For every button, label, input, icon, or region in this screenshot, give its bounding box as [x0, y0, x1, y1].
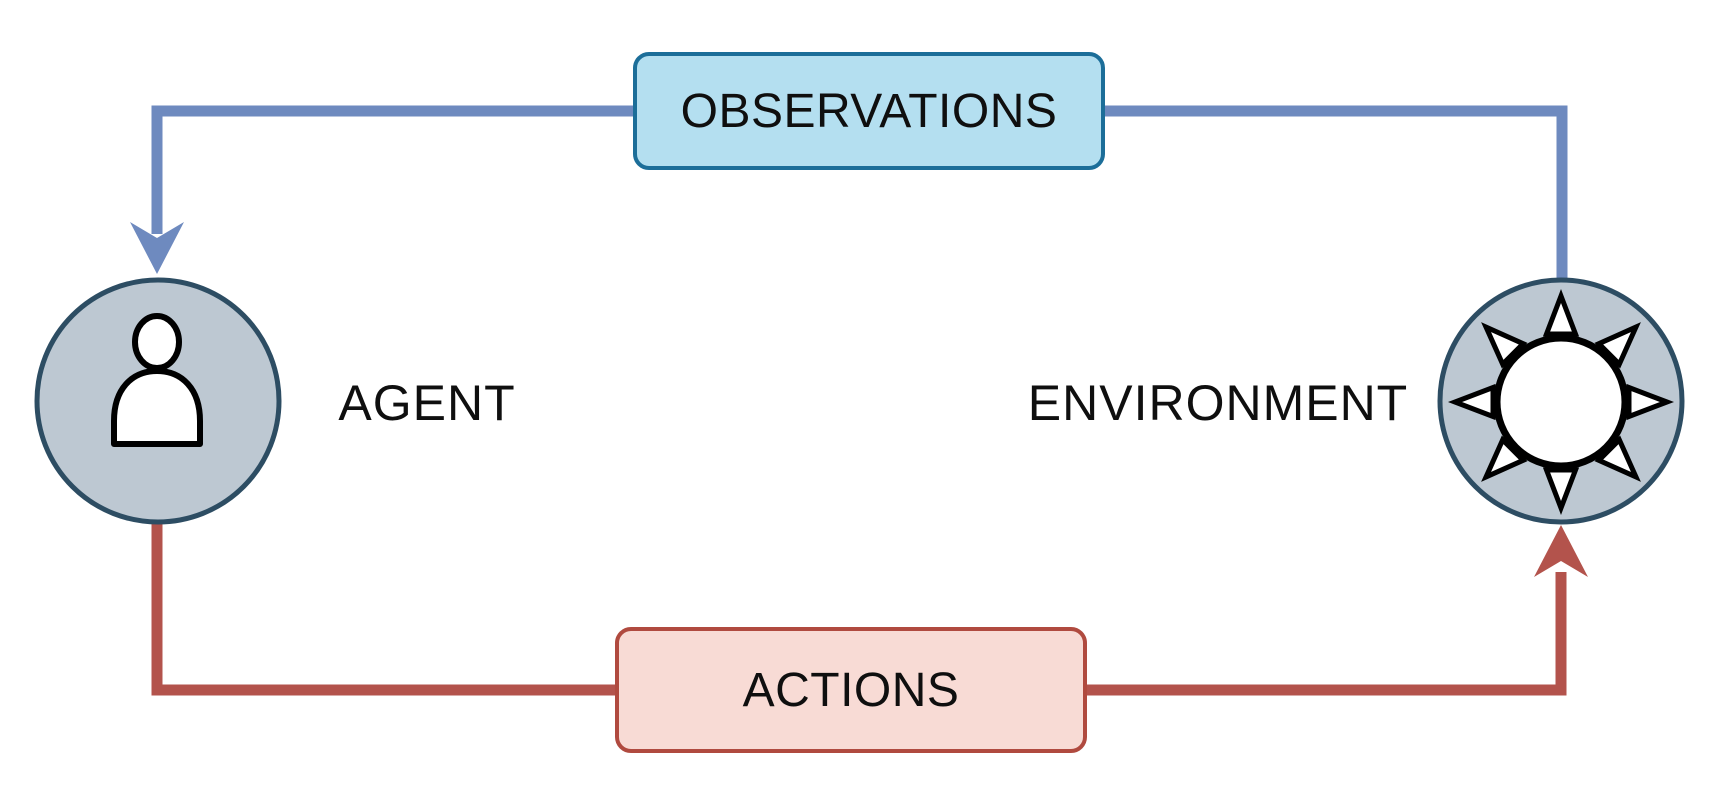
sun-ray	[1542, 467, 1580, 516]
sun-ray	[1481, 435, 1528, 482]
environment-node-label: ENVIRONMENT	[1027, 375, 1409, 431]
person-body-shape	[111, 368, 203, 447]
sun-ray	[1594, 322, 1641, 369]
sun-ray	[1626, 383, 1675, 421]
observations-box-label: OBSERVATIONS	[680, 84, 1058, 138]
sun-icon	[1447, 288, 1675, 516]
observations-arrowhead-icon	[130, 222, 184, 274]
sun-ray	[1542, 288, 1580, 337]
sun-core-circle	[1493, 334, 1629, 470]
person-head-shape	[132, 313, 182, 371]
actions-box: ACTIONS	[615, 627, 1087, 753]
sun-ray	[1481, 322, 1528, 369]
sun-ray	[1594, 435, 1641, 482]
agent-node-label: AGENT	[338, 375, 516, 431]
actions-arrowhead-icon	[1534, 525, 1588, 577]
actions-box-label: ACTIONS	[742, 663, 960, 717]
observations-box: OBSERVATIONS	[633, 52, 1105, 170]
sun-ray	[1447, 383, 1496, 421]
person-icon	[111, 313, 203, 447]
